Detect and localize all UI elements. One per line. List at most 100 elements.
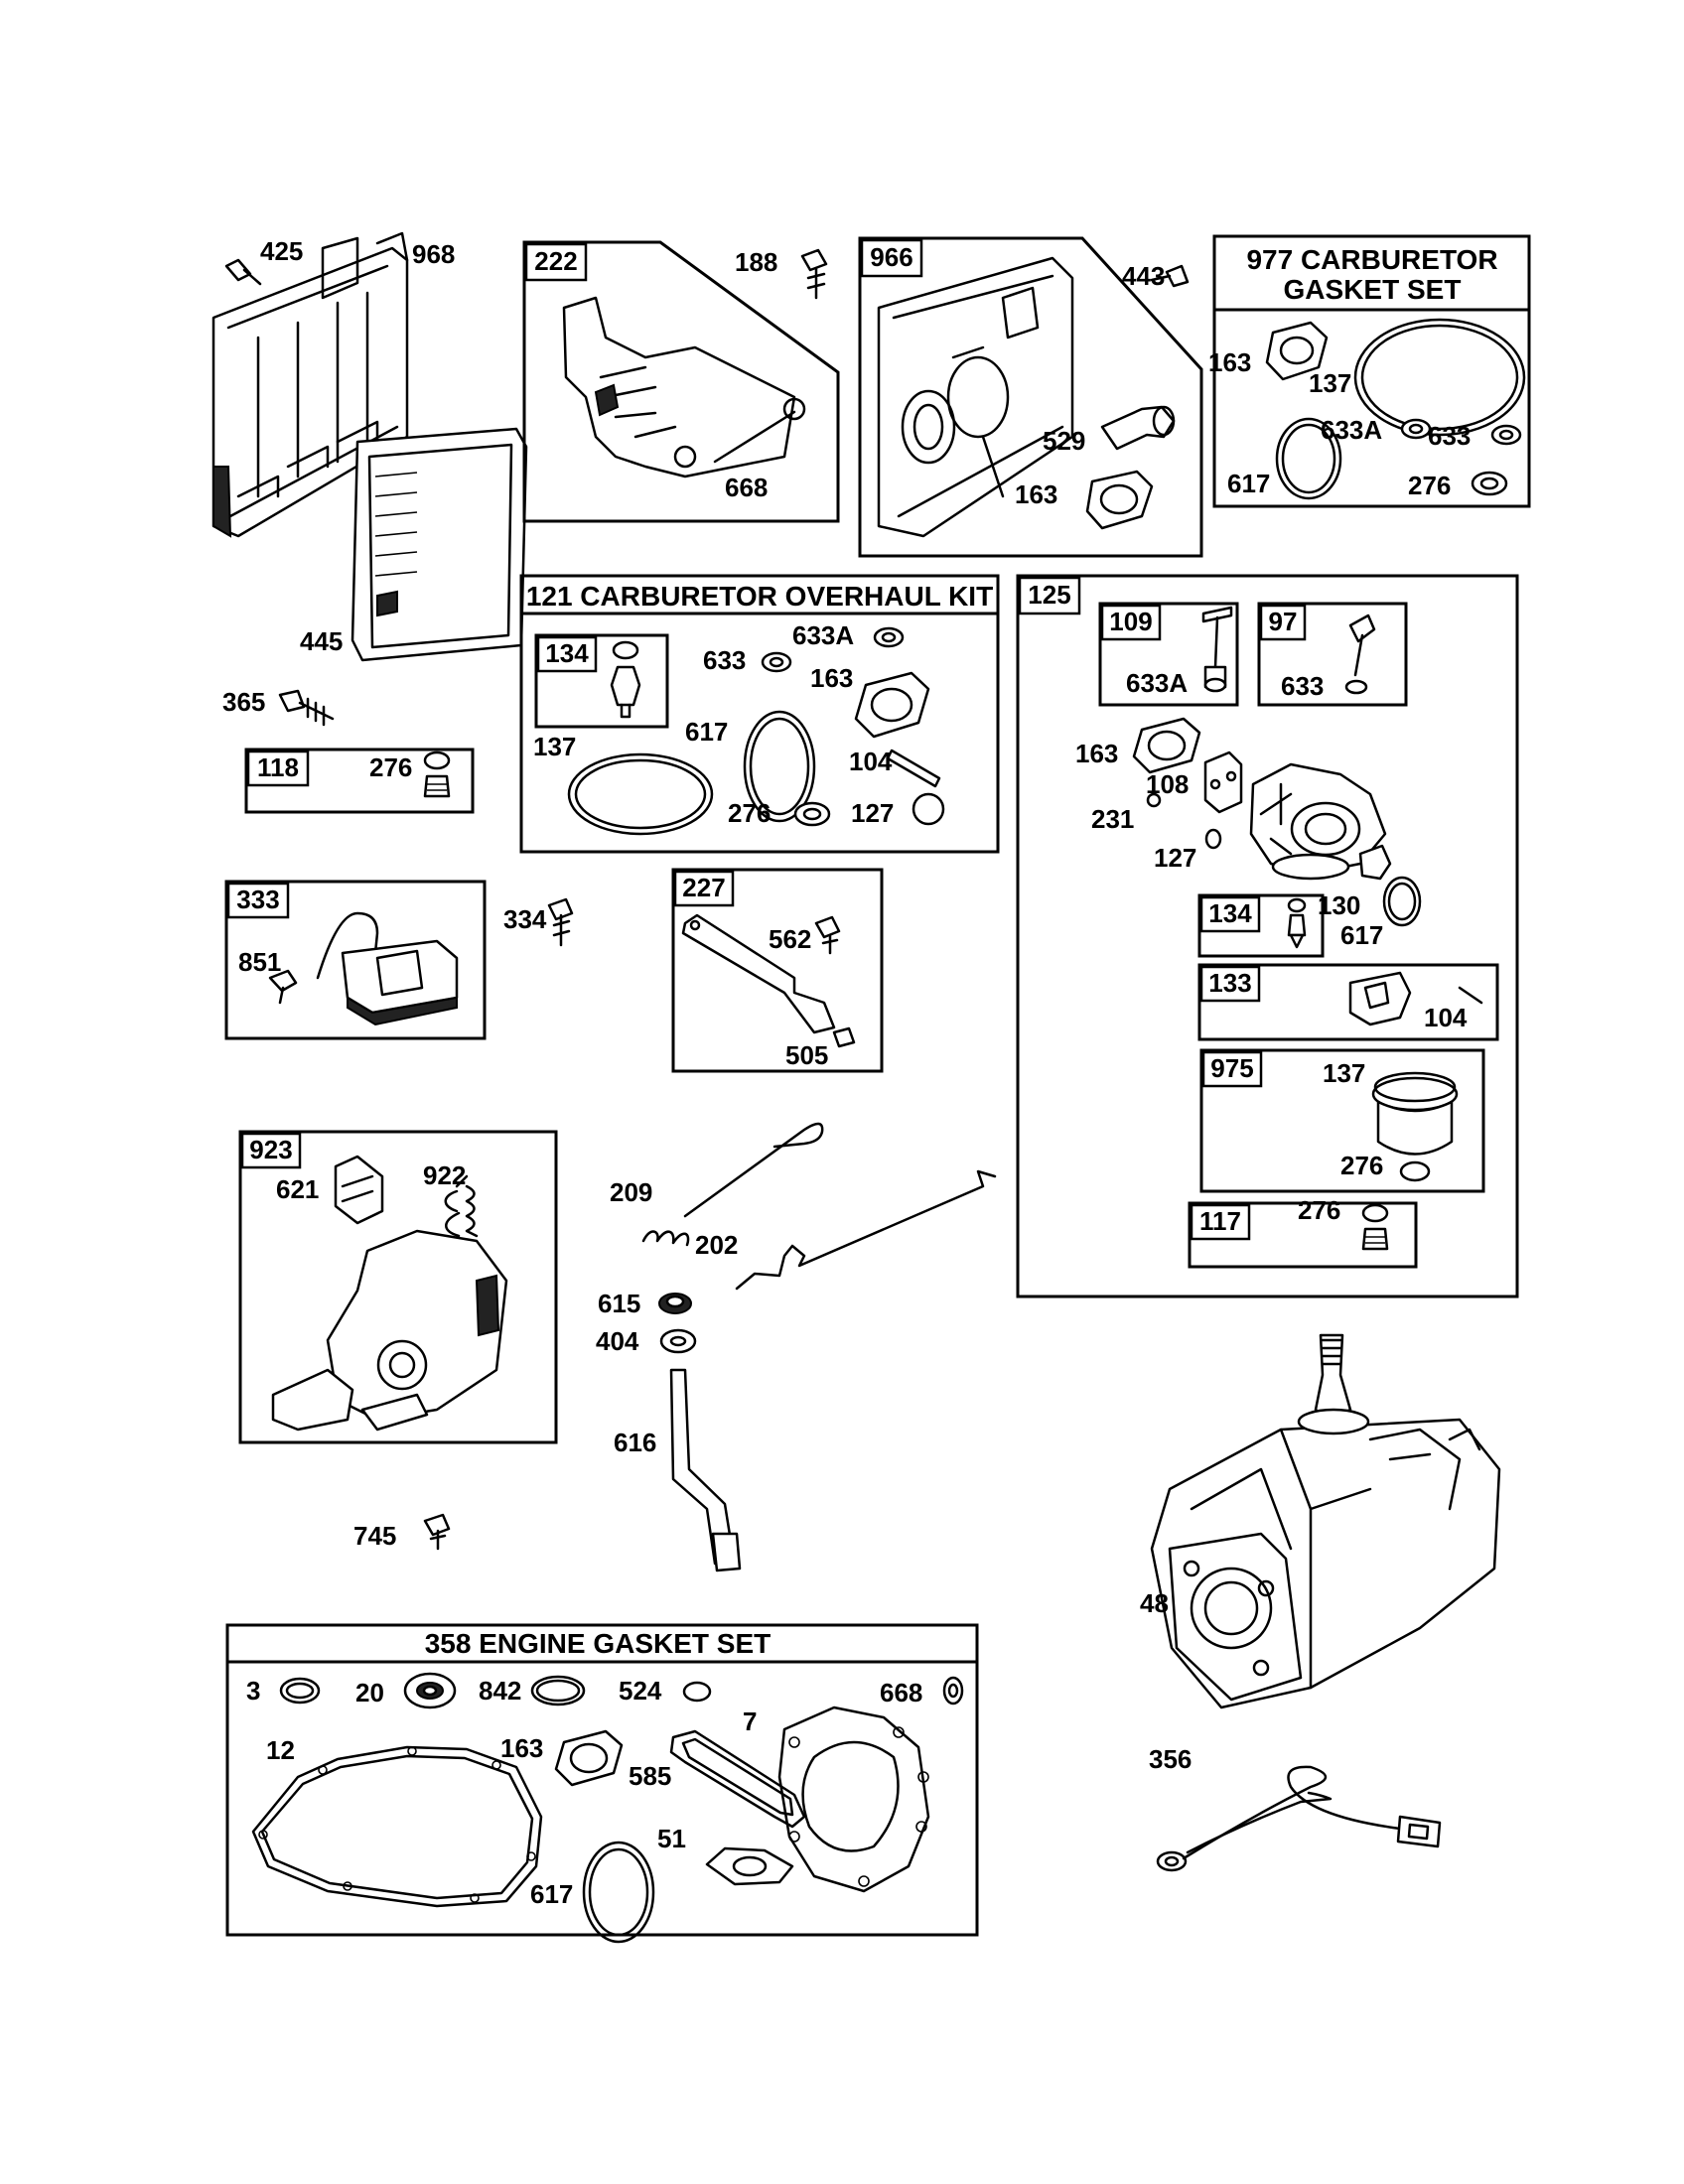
callout-163-gasket: 163 (500, 1733, 543, 1763)
callout-529: 529 (1043, 426, 1085, 456)
spring-209 (641, 1122, 824, 1247)
control-link-227 (681, 913, 856, 1048)
callout-137-carb-set: 137 (1309, 368, 1351, 398)
callout-633-97: 633 (1281, 671, 1324, 701)
group-118-box (244, 748, 475, 814)
screw-745 (423, 1513, 451, 1551)
callout-851: 851 (238, 947, 281, 977)
callout-137-kit: 137 (533, 732, 576, 761)
callout-108: 108 (1146, 769, 1189, 799)
bolt-188 (800, 248, 828, 300)
tag-134-kit: 134 (545, 638, 589, 668)
governor-923 (271, 1155, 508, 1432)
callout-127-carb: 127 (1154, 843, 1196, 873)
callout-231: 231 (1091, 804, 1134, 834)
callout-130: 130 (1318, 890, 1360, 920)
callout-276-118: 276 (369, 752, 412, 782)
group-227-box (671, 868, 884, 1073)
tag-923: 923 (249, 1135, 292, 1164)
callout-209: 209 (610, 1177, 652, 1207)
callout-104-carb: 104 (1424, 1003, 1468, 1032)
callout-621: 621 (276, 1174, 319, 1204)
box-tags: 222 966 118 134 125 109 97 134 133 975 1… (236, 242, 1297, 1236)
callout-443: 443 (1122, 261, 1165, 291)
callout-104-kit: 104 (849, 747, 893, 776)
callout-615: 615 (598, 1289, 640, 1318)
group-966-box (858, 236, 1203, 558)
callout-745: 745 (353, 1521, 396, 1551)
callout-334: 334 (503, 904, 547, 934)
control-bracket-222 (562, 296, 806, 478)
callout-562: 562 (769, 924, 811, 954)
callout-labels: 425 968 445 365 188 668 443 529 163 163 … (222, 236, 1471, 1909)
callout-633A-109: 633A (1126, 668, 1188, 698)
callout-276-975: 276 (1340, 1151, 1383, 1180)
elbow-529 (1100, 405, 1176, 451)
bolt-365 (278, 689, 335, 727)
tag-227: 227 (682, 873, 725, 902)
group-121-box (519, 574, 1000, 854)
gasket-set-977-parts (1265, 318, 1526, 500)
callout-163-kit: 163 (810, 663, 853, 693)
washer-404 (659, 1328, 697, 1354)
group-923-box (238, 1130, 558, 1444)
tag-109: 109 (1109, 607, 1152, 636)
bolt-425 (224, 258, 262, 286)
engine-gasket-set-title: 358 ENGINE GASKET SET (425, 1628, 772, 1659)
link-rod-202 (735, 1169, 997, 1291)
callout-505: 505 (785, 1040, 828, 1070)
overhaul-kit-parts (567, 626, 945, 836)
tag-966: 966 (870, 242, 912, 272)
washer-615 (658, 1293, 692, 1314)
callout-51: 51 (657, 1824, 686, 1853)
group-358-box (225, 1623, 979, 1937)
tag-117: 117 (1199, 1206, 1241, 1236)
tag-333: 333 (236, 885, 279, 914)
callout-12: 12 (266, 1735, 295, 1765)
carb-gasket-set-title-1: 977 CARBURETOR (1246, 244, 1497, 275)
callout-3: 3 (246, 1676, 260, 1706)
callout-276-117: 276 (1298, 1195, 1340, 1225)
bolt-443 (1150, 264, 1190, 288)
group-222-box (522, 240, 840, 523)
carburetor-125-parts (1132, 606, 1483, 1251)
callout-365: 365 (222, 687, 265, 717)
callout-48: 48 (1140, 1588, 1169, 1618)
callout-633A-kit: 633A (792, 620, 854, 650)
callout-617-carb: 617 (1340, 920, 1383, 950)
callout-356: 356 (1149, 1744, 1192, 1774)
crankcase-48 (1150, 1333, 1501, 1709)
tag-222: 222 (534, 246, 577, 276)
callout-127-kit: 127 (851, 798, 894, 828)
tag-118: 118 (257, 752, 299, 782)
tag-134-carb: 134 (1208, 898, 1252, 928)
callout-842: 842 (479, 1676, 521, 1706)
base-plate-966 (877, 256, 1074, 538)
callout-163-carb: 163 (1075, 739, 1118, 768)
callout-163-plate: 163 (1015, 479, 1057, 509)
callout-922: 922 (423, 1160, 466, 1190)
tag-133: 133 (1208, 968, 1251, 998)
callout-968: 968 (412, 239, 455, 269)
air-filter-445 (351, 427, 528, 662)
carb-gasket-set-title-2: GASKET SET (1284, 274, 1462, 305)
callout-137-carb: 137 (1323, 1058, 1365, 1088)
callout-617-carb-set: 617 (1227, 469, 1270, 498)
group-977-box (1212, 234, 1531, 508)
governor-shaft-616 (669, 1368, 742, 1572)
callout-668-gasket: 668 (880, 1678, 922, 1707)
callout-445: 445 (300, 626, 343, 656)
callout-276-carb-set: 276 (1408, 471, 1451, 500)
tag-97: 97 (1269, 607, 1298, 636)
callout-617-kit: 617 (685, 717, 728, 747)
callout-276-kit: 276 (728, 798, 771, 828)
callout-524: 524 (619, 1676, 662, 1706)
tag-125: 125 (1028, 580, 1070, 610)
group-125-box (1016, 574, 1519, 1298)
callout-585: 585 (629, 1761, 671, 1791)
callout-633-carb-set: 633 (1428, 421, 1471, 451)
callout-404: 404 (596, 1326, 639, 1356)
callout-633-kit: 633 (703, 645, 746, 675)
callout-633A-carb-set: 633A (1321, 415, 1382, 445)
